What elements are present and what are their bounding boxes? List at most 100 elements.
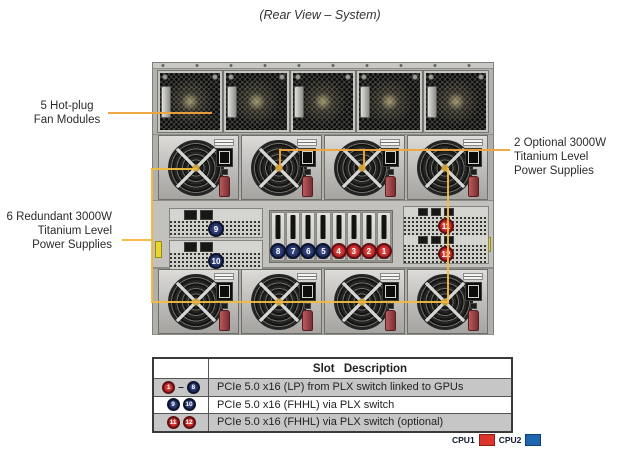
psu-power-inlet [381, 282, 399, 301]
psu-label-sticker [214, 139, 234, 147]
cpu1-color-swatch [478, 434, 495, 446]
psu-release-handle [467, 176, 479, 198]
slot-badge-5: 5 [315, 243, 332, 259]
psu-led [303, 302, 311, 310]
pcie-slot: 3 [345, 212, 362, 261]
psu-release-handle [218, 176, 230, 198]
psu-label-sticker [214, 273, 234, 281]
card-ports [404, 235, 488, 245]
fan-module [223, 70, 290, 133]
table-row: 1 – 8 PCIe 5.0 x16 (LP) from PLX switch … [154, 378, 511, 396]
slot-badge-3: 3 [345, 243, 362, 259]
psu-power-inlet [215, 148, 233, 167]
psu-row-top [153, 134, 493, 201]
badge-10: 10 [182, 398, 196, 412]
io-port [431, 236, 441, 244]
io-port [418, 208, 428, 216]
cpu2-label: CPU2 [498, 435, 522, 445]
cpu1-label: CPU1 [452, 435, 475, 445]
rj45-port [184, 242, 197, 252]
slot-badge-7: 7 [285, 243, 302, 259]
table-row: 11 12 PCIe 5.0 x16 (FHHL) via PLX switch… [154, 413, 511, 431]
slot-badge-8: 8 [270, 243, 287, 259]
left-latch [155, 241, 162, 258]
fan-module [422, 70, 490, 133]
table-header: Slot Description [312, 362, 408, 375]
io-section: 9 10 8 7 6 5 4 3 2 1 11 [153, 201, 493, 270]
redundant-psu-bracket-left [151, 168, 153, 303]
psu-label-sticker [297, 273, 317, 281]
page-title: (Rear View – System) [259, 8, 381, 22]
nic-card: 9 [169, 208, 263, 238]
slot-cutout [366, 215, 372, 239]
psu-release-handle [467, 310, 479, 332]
optional-psu-callout-line [279, 149, 510, 151]
psu-release-handle [218, 310, 230, 332]
psu-power-inlet [464, 282, 482, 301]
pcie-slot: 5 [315, 212, 332, 261]
optional-psu-label: 2 Optional 3000W Titanium Level Power Su… [514, 137, 607, 177]
card-ports [404, 207, 488, 217]
range-dash: – [178, 381, 184, 393]
psu-power-inlet [298, 148, 316, 167]
psu-label-sticker [297, 139, 317, 147]
io-port [418, 236, 428, 244]
ethernet-ports [170, 209, 262, 221]
rj45-port [200, 242, 213, 252]
psu-led [303, 168, 311, 176]
card-grille: 11 [404, 217, 488, 235]
psu-led [469, 302, 477, 310]
redundant-psu-bracket-right [447, 168, 449, 303]
slot-description: PCIe 5.0 x16 (LP) from PLX switch linked… [217, 381, 464, 394]
io-port [431, 208, 441, 216]
nic-card: 10 [169, 240, 263, 270]
fan-handle [293, 85, 304, 118]
optional-psu-callout-drop [279, 149, 281, 169]
psu-led [386, 168, 394, 176]
slot-cutout [336, 215, 342, 239]
fan-handle [360, 85, 371, 118]
slot-description: PCIe 5.0 x16 (FHHL) via PLX switch (opti… [217, 416, 444, 429]
fan-handle [227, 85, 238, 118]
psu-led [220, 302, 228, 310]
fan-module [156, 70, 224, 133]
slot-table: Slot Description 1 – 8 PCIe 5.0 x16 (LP)… [152, 357, 513, 433]
psu-label-sticker [380, 139, 400, 147]
pcie-slot: 1 [375, 212, 392, 261]
slot-range-cell: 9 10 [154, 396, 209, 413]
nic-cards: 9 10 [169, 208, 263, 270]
slot-badge-10: 10 [208, 253, 224, 269]
card-grille: 12 [404, 245, 488, 263]
fan-modules-label: 5 Hot-plug Fan Modules [33, 100, 101, 126]
rj45-port [200, 210, 213, 220]
card-grille: 10 [170, 253, 262, 269]
slot-cutout [290, 215, 296, 239]
psu-power-inlet [381, 148, 399, 167]
slot-cutout [320, 215, 326, 239]
psu-led [220, 168, 228, 176]
slot-badge-6: 6 [300, 243, 317, 259]
redundant-psu-bracket-top-arm [151, 168, 197, 170]
fan-module [356, 70, 423, 133]
redundant-psu-label: 6 Redundant 3000W Titanium Level Power S… [6, 211, 113, 251]
fan-module [289, 70, 357, 133]
chassis-top-edge [153, 63, 493, 69]
ethernet-ports [170, 241, 262, 253]
cpu2-color-swatch [525, 434, 542, 446]
psu-release-handle [384, 310, 396, 332]
table-slot-column-header [154, 359, 209, 378]
psu-power-inlet [464, 148, 482, 167]
pcie-slot: 4 [330, 212, 347, 261]
slot-description: PCIe 5.0 x16 (FHHL) via PLX switch [217, 398, 395, 411]
slot-badge-1: 1 [375, 243, 392, 259]
fhhl-cards: 11 12 [403, 206, 489, 264]
card-grille: 9 [170, 221, 262, 237]
optional-psu-callout-drop [363, 149, 365, 169]
pcie-slot: 6 [300, 212, 317, 261]
redundant-psu-bracket-bottom [151, 301, 449, 303]
pcie-slot: 8 [270, 212, 287, 261]
badge-1: 1 [162, 380, 176, 394]
fan-handle [161, 85, 171, 118]
pcie-slot: 7 [285, 212, 302, 261]
